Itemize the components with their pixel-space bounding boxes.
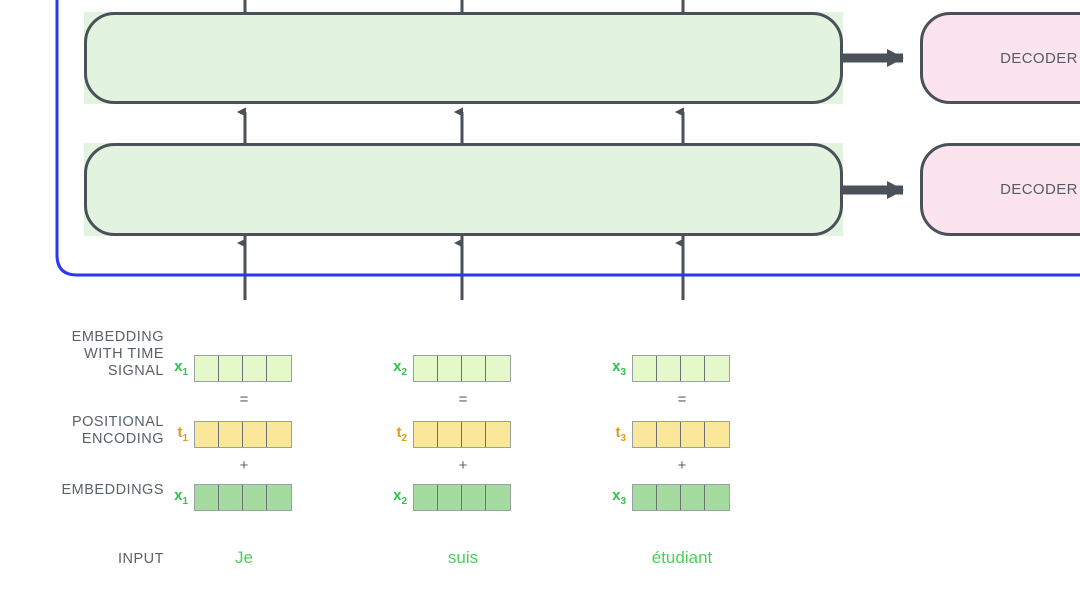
vector-cell (486, 422, 510, 447)
vector-cell (219, 485, 243, 510)
arrows-encoder0-to-encoder1 (237, 107, 685, 143)
vector-cell (633, 356, 657, 381)
embedding-tag-col-3: x3 (588, 487, 626, 507)
encoder-to-decoder-arrows (843, 49, 904, 199)
embedding-with-time-signal-vector-col-2[interactable] (413, 355, 511, 382)
vector-cell (462, 485, 486, 510)
vector-cell (486, 356, 510, 381)
positional-encoding-vector-col-2[interactable] (413, 421, 511, 448)
positional-tag-col-3-sub: 3 (620, 433, 626, 444)
sum-tag-col-1-letter: x (174, 358, 183, 375)
vector-cell (705, 485, 729, 510)
vector-cell (657, 356, 681, 381)
embedding-vector-col-1[interactable] (194, 484, 292, 511)
vector-cell (486, 485, 510, 510)
operator-plus-col-3: + (677, 457, 687, 474)
vector-cell (414, 356, 438, 381)
operator-equals-col-1: = (239, 391, 249, 408)
row-label-input: INPUT (118, 551, 164, 567)
vector-cell (633, 485, 657, 510)
vector-cell (462, 356, 486, 381)
embedding-tag-col-3-sub: 3 (620, 496, 626, 507)
vector-cell (681, 356, 705, 381)
row-label-embeddings: EMBEDDINGS (61, 482, 164, 498)
operator-plus-col-2: + (458, 457, 468, 474)
decoder-block-0[interactable]: DECODER #0 (920, 143, 1080, 236)
embedding-with-time-signal-vector-col-1[interactable] (194, 355, 292, 382)
input-word-col-3: étudiant (651, 548, 713, 567)
vector-cell (267, 356, 291, 381)
positional-tag-col-1-letter: t (177, 424, 183, 441)
embedding-tag-col-1-letter: x (174, 487, 183, 504)
embedding-tag-col-2-letter: x (393, 487, 402, 504)
operator-plus-col-1: + (239, 457, 249, 474)
embedding-tag-col-2-sub: 2 (401, 496, 407, 507)
embedding-tag-col-1: x1 (150, 487, 188, 507)
sum-tag-col-3-letter: x (612, 358, 621, 375)
vector-cell (243, 356, 267, 381)
decoder-block-1-label: DECODER #1 (1000, 49, 1080, 67)
sum-tag-col-1-sub: 1 (182, 367, 188, 378)
vector-cell (414, 422, 438, 447)
vector-cell (438, 422, 462, 447)
decoder-block-1[interactable]: DECODER #1 (920, 12, 1080, 104)
encoder-block-0-label: ENCODER #0 (413, 181, 514, 198)
vector-cell (657, 422, 681, 447)
positional-tag-col-2: t2 (369, 424, 407, 444)
vector-cell (195, 422, 219, 447)
encoder-block-0[interactable]: ENCODER #0 (84, 143, 843, 236)
vector-cell (267, 422, 291, 447)
positional-tag-col-2-sub: 2 (401, 433, 407, 444)
encoder-block-1[interactable]: ENCODER #1 (84, 12, 843, 104)
positional-tag-col-3-letter: t (615, 424, 621, 441)
vector-cell (681, 422, 705, 447)
vector-cell (705, 356, 729, 381)
embedding-with-time-signal-vector-col-3[interactable] (632, 355, 730, 382)
embedding-tag-col-2: x2 (369, 487, 407, 507)
row-label-embedding-with-time-signal: EMBEDDING WITH TIME SIGNAL (71, 329, 164, 379)
vector-cell (438, 485, 462, 510)
encoder-block-1-label: ENCODER #1 (413, 49, 514, 67)
operator-equals-col-2: = (458, 391, 468, 408)
vector-cell (219, 356, 243, 381)
sum-tag-col-3-sub: 3 (620, 367, 626, 378)
input-word-col-1: Je (235, 548, 253, 567)
operator-equals-col-3: = (677, 391, 687, 408)
sum-tag-col-2-sub: 2 (401, 367, 407, 378)
sum-tag-col-2: x2 (369, 358, 407, 378)
vector-cell (267, 485, 291, 510)
embedding-vector-col-2[interactable] (413, 484, 511, 511)
sum-tag-col-1: x1 (150, 358, 188, 378)
input-word-col-2: suis (447, 548, 479, 567)
embedding-tag-col-1-sub: 1 (182, 496, 188, 507)
vector-cell (195, 356, 219, 381)
embedding-vector-col-3[interactable] (632, 484, 730, 511)
vector-cell (657, 485, 681, 510)
vector-cell (633, 422, 657, 447)
vector-cell (243, 422, 267, 447)
arrows-encoder1-upward (243, 0, 685, 12)
row-label-positional-encoding: POSITIONAL ENCODING (71, 414, 164, 447)
vector-cell (414, 485, 438, 510)
vector-cell (243, 485, 267, 510)
positional-tag-col-1-sub: 1 (182, 433, 188, 444)
positional-tag-col-3: t3 (588, 424, 626, 444)
arrows-input-to-encoder0 (237, 238, 685, 300)
vector-cell (681, 485, 705, 510)
positional-encoding-vector-col-3[interactable] (632, 421, 730, 448)
decoder-block-0-label: DECODER #0 (1000, 181, 1080, 198)
vector-cell (195, 485, 219, 510)
vector-cell (438, 356, 462, 381)
positional-encoding-vector-col-1[interactable] (194, 421, 292, 448)
positional-tag-col-1: t1 (150, 424, 188, 444)
sum-tag-col-3: x3 (588, 358, 626, 378)
embedding-tag-col-3-letter: x (612, 487, 621, 504)
vector-cell (705, 422, 729, 447)
vector-cell (219, 422, 243, 447)
positional-tag-col-2-letter: t (396, 424, 402, 441)
vector-cell (462, 422, 486, 447)
sum-tag-col-2-letter: x (393, 358, 402, 375)
